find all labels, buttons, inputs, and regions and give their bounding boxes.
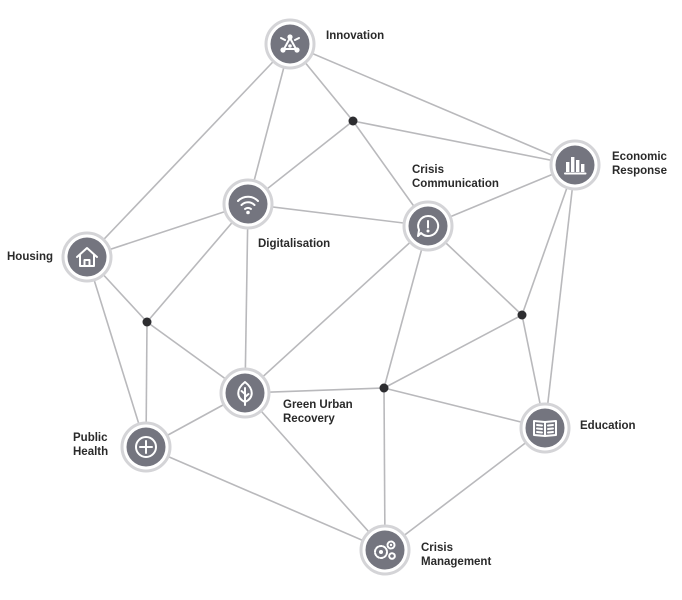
node-innovation: [264, 18, 316, 70]
junctions: [142, 116, 527, 393]
leaf-icon: [237, 381, 253, 406]
node-crisis-management: [359, 524, 411, 576]
label-housing: Housing: [7, 251, 53, 263]
label-public-health: Public Health: [73, 432, 109, 458]
edge: [352, 120, 576, 166]
edge: [244, 225, 429, 394]
label-education: Education: [580, 420, 636, 432]
edge: [289, 43, 576, 166]
junction-dot: [379, 383, 389, 393]
edge: [86, 256, 147, 448]
edge: [383, 225, 429, 389]
edge: [145, 446, 386, 551]
node-economic-response: [549, 139, 601, 191]
edge: [427, 164, 576, 227]
house-icon: [76, 247, 98, 267]
network-icon: [280, 34, 300, 53]
edge: [244, 392, 386, 551]
label-crisis-communication: Crisis Communication: [412, 164, 499, 190]
label-crisis-management: Crisis Management: [421, 542, 492, 568]
label-digitalisation: Digitalisation: [258, 238, 331, 250]
edge: [247, 203, 429, 227]
gears-icon: [374, 540, 396, 560]
edge: [247, 43, 291, 205]
alert-chat-icon: [417, 214, 440, 237]
edge: [244, 203, 249, 394]
junction-dot: [348, 116, 358, 126]
edge: [383, 387, 386, 551]
edge: [146, 203, 249, 323]
edge: [86, 43, 291, 258]
junction-dot: [142, 317, 152, 327]
book-icon: [533, 420, 557, 437]
node-crisis-communication: [402, 200, 454, 252]
label-innovation: Innovation: [326, 30, 385, 42]
junction-dot: [517, 310, 527, 320]
node-digitalisation: [222, 178, 274, 230]
label-green-urban-recovery: Green Urban Recovery: [283, 399, 353, 425]
edge: [384, 427, 546, 551]
bar-chart-icon: [564, 157, 587, 175]
node-public-health: [120, 421, 172, 473]
wifi-icon: [237, 195, 259, 215]
node-education: [519, 402, 571, 454]
node-green-urban-recovery: [219, 367, 271, 419]
edges: [86, 43, 576, 551]
label-economic-response: Economic Response: [612, 151, 667, 177]
edge: [86, 203, 249, 258]
medical-cross-icon: [135, 436, 157, 458]
edge: [383, 387, 546, 429]
edge: [521, 164, 576, 316]
edge: [383, 314, 523, 389]
node-housing: [61, 231, 113, 283]
edge: [544, 164, 576, 429]
